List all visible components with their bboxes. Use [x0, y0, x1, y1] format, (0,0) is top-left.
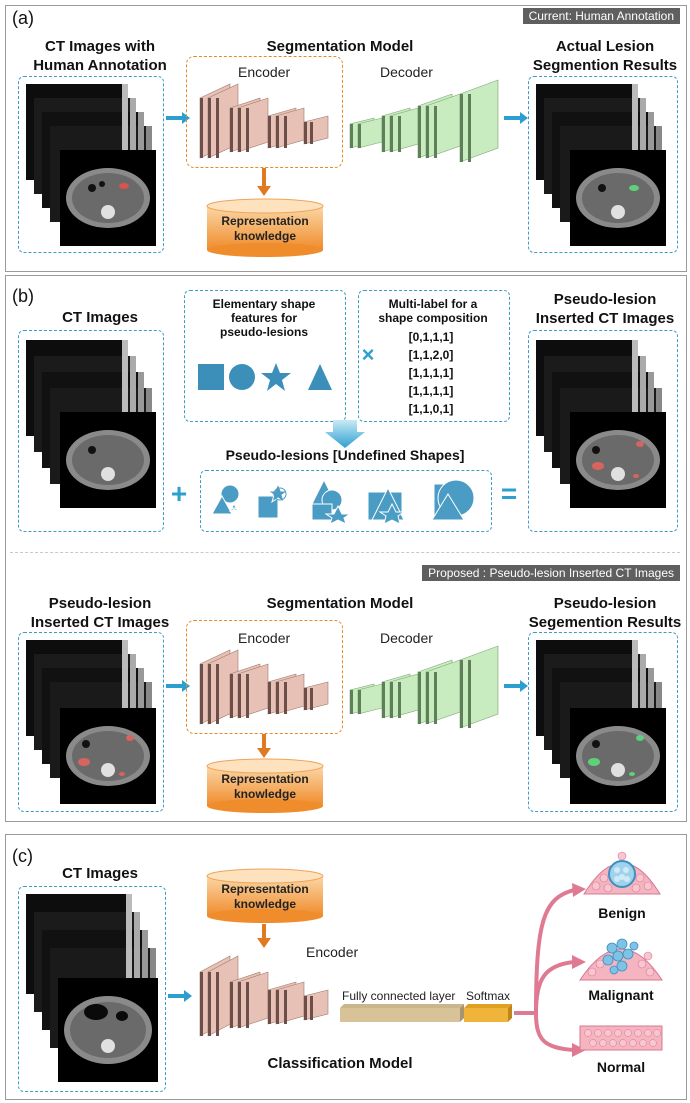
panel-b-output2-title: Pseudo-lesion Segemention Results — [528, 595, 682, 631]
pseudo-lesions-box — [200, 470, 492, 532]
panel-b-input2-ct-stack — [26, 640, 156, 804]
panel-b-arrow-down — [257, 734, 271, 758]
plus-symbol: + — [170, 478, 188, 509]
panel-b-output-box — [528, 330, 678, 532]
panel-b-decoder-blocks — [349, 645, 499, 729]
composite-shape-3 — [311, 478, 352, 525]
panel-b-repr-cylinder — [206, 758, 324, 813]
panel-b-arrow-out — [504, 680, 528, 692]
panel-a-decoder-blocks — [349, 79, 499, 163]
panel-a-repr-cylinder — [206, 198, 324, 257]
panel-c-encoder-blocks — [199, 955, 329, 1037]
panel-c-input-title: CT Images — [62, 865, 138, 882]
multilabel-4: [1,1,0,1] — [408, 402, 454, 416]
panel-c-arrow-down — [257, 924, 271, 948]
lesion-annotation — [119, 183, 129, 189]
fc-layer-label: Fully connected layer — [342, 989, 456, 1003]
multilabel-3: [1,1,1,1] — [408, 384, 454, 398]
composite-shape-5 — [431, 479, 475, 521]
panel-a-encoder-blocks — [199, 83, 329, 159]
class-malignant: Malignant — [588, 987, 654, 1003]
panel-a-arrow-out — [504, 112, 528, 124]
panel-c-input-ct-stack — [26, 894, 158, 1082]
panel-b-label: (b) — [12, 286, 34, 306]
panel-c-repr-label: Representation knowledge — [221, 882, 309, 911]
panel-b-repr-label: Representation knowledge — [221, 772, 309, 801]
panel-a-repr-label: Representation knowledge — [221, 214, 309, 243]
panel-b-input2-title: Pseudo-lesion Inserted CT Images — [30, 595, 170, 631]
multilabel-box — [358, 290, 510, 422]
panel-a-encoder-label: Encoder — [238, 64, 291, 80]
panel-c-arrow-in — [168, 990, 192, 1002]
malignant-tissue-icon — [579, 938, 663, 981]
softmax-label: Softmax — [466, 989, 511, 1003]
star-shape — [261, 363, 291, 391]
panel-b-output-title: Pseudo-lesion Inserted CT Images — [535, 291, 675, 327]
panel-b-output-ct-stack — [536, 340, 666, 508]
panel-a-output-title: Actual Lesion Segmention Results — [532, 38, 678, 74]
softmax-block — [464, 1004, 512, 1022]
times-symbol: × — [361, 342, 375, 367]
equals-symbol: = — [500, 478, 518, 509]
square-shape — [198, 364, 224, 390]
panel-b-input-ct-stack — [26, 340, 156, 508]
fc-layer-block — [340, 1004, 464, 1022]
panel-a-output-ct-stack — [536, 84, 666, 246]
multilabel-1: [1,1,2,0] — [408, 348, 454, 362]
panel-a-output-box — [528, 76, 678, 253]
panel-a-arrow-down — [257, 168, 271, 196]
panel-c-repr-cylinder — [206, 868, 324, 923]
ct-slice-front — [60, 150, 156, 246]
panel-b-encoder-box — [186, 620, 343, 734]
triangle-shape — [308, 364, 332, 390]
composite-shape-1 — [211, 484, 240, 515]
circle-shape — [229, 364, 255, 390]
panel-b-model-title: Segmentation Model — [266, 595, 414, 612]
shape-features-box — [184, 290, 346, 422]
panel-b-decoder-label: Decoder — [380, 630, 433, 646]
panel-b-output2-ct-stack — [536, 640, 666, 804]
panel-a-input-title: CT Images with Human Annotation — [33, 38, 167, 74]
class-benign: Benign — [598, 905, 646, 921]
composite-shape-4 — [367, 486, 406, 525]
panel-b-divider — [10, 552, 680, 553]
panel-b-input2-box — [18, 632, 164, 812]
elementary-shapes — [198, 363, 332, 391]
panel-c-label: (c) — [12, 846, 33, 866]
panel-a-tag: Current: Human Annotation — [522, 8, 680, 24]
panel-c-encoder-label: Encoder — [306, 944, 359, 960]
merge-arrow — [325, 420, 365, 448]
multilabel-2: [1,1,1,1] — [408, 366, 454, 380]
panel-a-model-title: Segmentation Model — [266, 38, 414, 55]
panel-a-input-ct-stack — [26, 84, 156, 246]
panel-a-input-box — [18, 76, 164, 253]
panel-b-output2-box — [528, 632, 678, 812]
class-branch-arrows — [514, 883, 586, 1057]
panel-a-encoder-box — [186, 56, 343, 168]
panel-a-label: (a) — [12, 8, 34, 28]
class-normal: Normal — [596, 1059, 646, 1075]
panel-b-tag: Proposed : Pseudo-lesion Inserted CT Ima… — [422, 565, 680, 581]
pseudo-lesions-title: Pseudo-lesions [Undefined Shapes] — [225, 447, 465, 463]
panel-a-decoder-label: Decoder — [380, 64, 433, 80]
panel-b-input-title: CT Images — [62, 309, 138, 326]
lesion-prediction — [629, 185, 639, 191]
panel-b-encoder-label: Encoder — [238, 630, 291, 646]
benign-tissue-icon — [583, 851, 661, 895]
normal-tissue-icon — [579, 1025, 663, 1051]
panel-c-model-title: Classification Model — [267, 1055, 413, 1072]
shape-features-title: Elementary shape features for pseudo-les… — [212, 297, 316, 339]
multilabel-title: Multi-label for a shape composition — [378, 297, 488, 325]
multilabel-0: [0,1,1,1] — [408, 330, 454, 344]
pseudo-lesion-shapes — [211, 478, 475, 525]
composite-shape-2 — [257, 482, 290, 519]
panel-b-input-box — [18, 330, 164, 532]
panel-c-input-box — [18, 886, 166, 1092]
panel-b-encoder-blocks — [199, 649, 329, 725]
